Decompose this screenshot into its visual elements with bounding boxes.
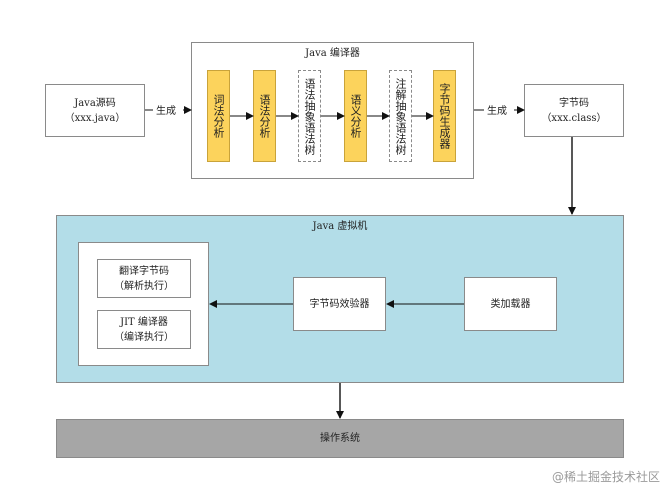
interpreter-mode: （解析执行）: [114, 280, 174, 292]
jit-compiler-label: JIT 编译器: [120, 316, 168, 328]
jvm-title: Java 虚拟机: [312, 221, 368, 232]
java-source-filename: （xxx.java）: [64, 112, 126, 124]
java-compiler-box: Java 编译器: [191, 42, 474, 179]
stage-syntax-analysis: 语法分析: [253, 70, 276, 162]
generate-label-compile-overlay: 生成: [156, 106, 176, 117]
watermark-text: @稀土掘金技术社区: [551, 470, 660, 484]
java-source-box: Java源码 （xxx.java）: [45, 84, 145, 137]
bytecode-label: 字节码: [559, 97, 589, 109]
bytecode-verifier-box: 字节码效验器: [293, 277, 386, 331]
jit-compiler-mode: （编译执行）: [114, 331, 174, 343]
operating-system-box: 操作系统: [56, 419, 624, 458]
generate-label-bytecode-overlay: 生成: [487, 106, 507, 117]
class-loader-box: 类加载器: [464, 277, 557, 331]
stage-annotation-ast: 注解抽象语法树: [389, 70, 412, 162]
java-compiler-title: Java 编译器: [305, 48, 360, 59]
bytecode-filename: （xxx.class）: [541, 112, 607, 124]
stage-lexical-analysis: 词法分析: [207, 70, 230, 162]
label-gap-2: [484, 103, 514, 116]
interpreter-label: 翻译字节码: [119, 265, 169, 277]
interpreter-box: 翻译字节码 （解析执行）: [97, 259, 191, 298]
java-source-label: Java源码: [74, 97, 116, 109]
stage-bytecode-generator: 字节码生成器: [433, 70, 456, 162]
label-gap-1: [153, 103, 183, 116]
bytecode-box: 字节码 （xxx.class）: [524, 84, 624, 137]
jit-compiler-box: JIT 编译器 （编译执行）: [97, 310, 191, 349]
